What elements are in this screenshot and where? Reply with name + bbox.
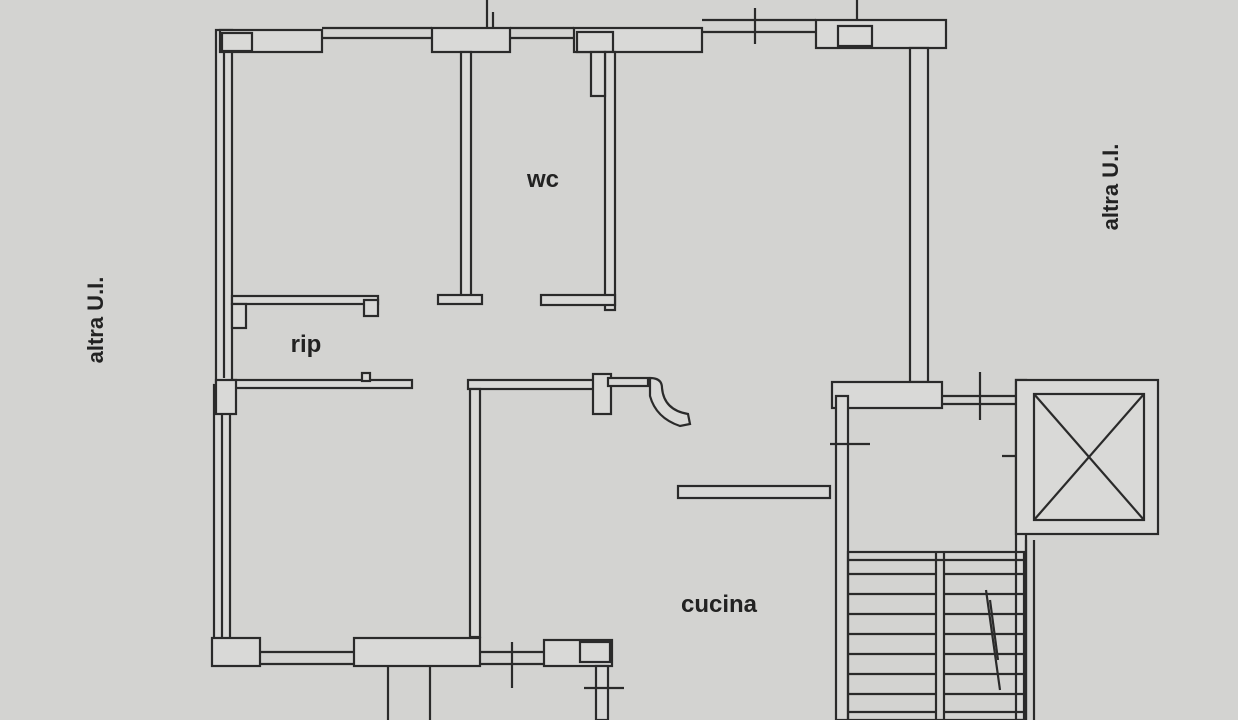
kitchen-walls [466, 372, 832, 639]
room-label-cucina: cucina [681, 591, 758, 618]
staircase [846, 540, 1036, 720]
neighbor-label-right: altra U.I. [1098, 144, 1123, 231]
outer-wall-left [212, 28, 234, 667]
landing-walls [830, 372, 1042, 720]
room-label-wc: wc [526, 166, 559, 193]
room-label-rip: rip [291, 331, 322, 358]
outer-wall-right [908, 46, 930, 384]
outer-wall-top [218, 0, 948, 54]
outer-wall-bottom [210, 636, 624, 720]
rip-walls [214, 294, 414, 416]
neighbor-label-left: altra U.I. [83, 277, 108, 364]
wc-walls [436, 50, 617, 312]
elevator-shaft [1014, 378, 1160, 536]
